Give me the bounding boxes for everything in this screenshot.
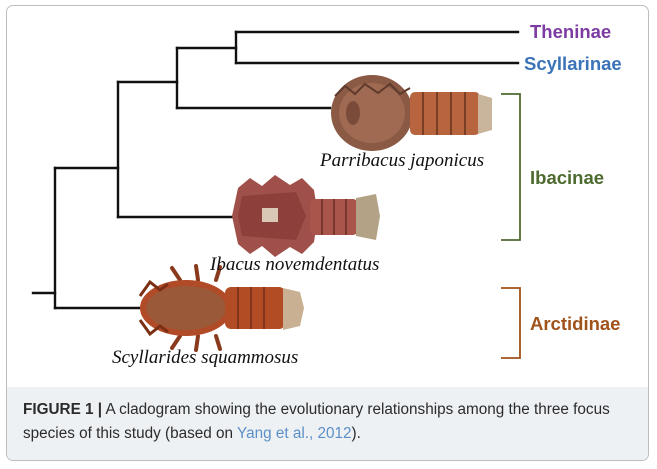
ibacus-lobster-image — [232, 175, 380, 257]
caption-text-end: ). — [352, 425, 361, 442]
clade-label-ibacinae: Ibacinae — [530, 167, 604, 188]
figure-label: FIGURE 1 | — [23, 401, 102, 418]
arctidinae-bracket — [501, 288, 520, 358]
ibacinae-bracket — [501, 94, 520, 240]
clade-label-scyllarinae: Scyllarinae — [524, 53, 622, 74]
species-label-parribacus: Parribacus japonicus — [319, 150, 484, 171]
clade-label-arctidinae: Arctidinae — [530, 313, 620, 334]
parribacus-lobster-image — [331, 75, 492, 151]
species-label-ibacus: Ibacus novemdentatus — [209, 254, 379, 275]
scyllarides-lobster-image — [140, 266, 304, 350]
caption-reference-link[interactable]: Yang et al., 2012 — [237, 425, 352, 442]
species-label-scyllarides: Scyllarides squammosus — [112, 347, 298, 368]
figure-caption: FIGURE 1 | A cladogram showing the evolu… — [23, 398, 633, 446]
clade-label-theninae: Theninae — [530, 21, 611, 42]
